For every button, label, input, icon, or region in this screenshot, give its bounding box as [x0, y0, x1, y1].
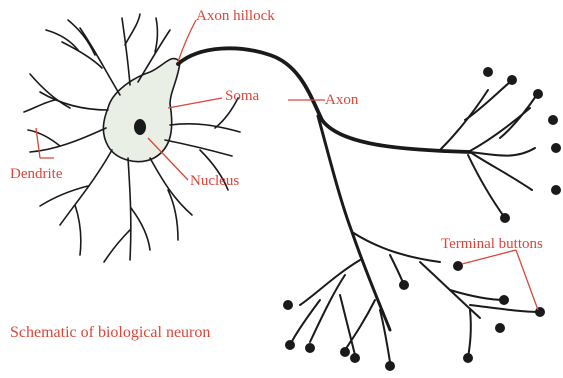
label-soma: Soma	[225, 88, 260, 104]
soma-body	[103, 59, 180, 162]
nucleus-shape	[134, 119, 146, 135]
diagram-caption: Schematic of biological neuron	[10, 324, 210, 341]
axon	[178, 48, 470, 330]
label-terminal-buttons: Terminal buttons	[441, 236, 543, 252]
terminal-buttons-upper	[483, 67, 561, 223]
label-axon-hillock: Axon hillock	[196, 8, 275, 24]
label-axon: Axon	[325, 92, 359, 108]
label-dendrite: Dendrite	[10, 166, 63, 182]
label-nucleus: Nucleus	[190, 173, 239, 189]
